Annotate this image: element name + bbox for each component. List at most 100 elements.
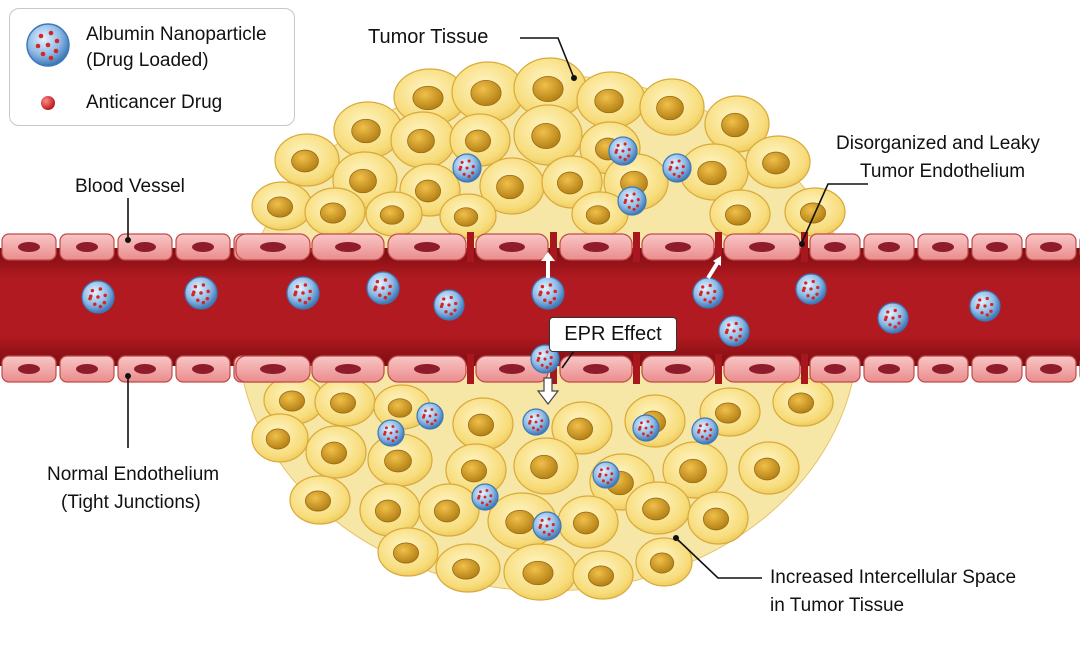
endothelial-cell	[641, 233, 715, 261]
endothelial-cell	[175, 233, 231, 261]
tumor-cell	[513, 57, 587, 119]
tumor-cell	[503, 543, 577, 601]
tumor-cell	[557, 495, 619, 549]
tumor-cell	[635, 537, 693, 587]
tumor-cell	[359, 483, 421, 537]
leaky-endothelium-label-line1: Disorganized and Leaky	[836, 133, 1040, 154]
nanoparticle-icon	[81, 280, 115, 314]
tumor-cell	[274, 133, 340, 187]
tumor-cell	[709, 189, 771, 239]
nanoparticle-icon	[692, 277, 724, 309]
endothelial-cell	[1, 233, 57, 261]
endothelial-cell	[917, 355, 969, 383]
tumor-cell	[679, 143, 749, 201]
normal-endothelium-leader	[125, 373, 131, 448]
legend-drug-label: Anticancer Drug	[86, 92, 223, 113]
endothelial-cell	[559, 233, 633, 261]
tumor-cell	[251, 413, 309, 463]
nanoparticle-icon	[377, 419, 405, 447]
tumor-cell	[365, 191, 423, 237]
endothelial-gap	[801, 232, 808, 262]
arrow-icon	[541, 252, 555, 278]
endothelial-cell	[311, 233, 385, 261]
tumor-cell	[662, 441, 728, 499]
endothelial-cell	[1025, 355, 1077, 383]
nanoparticle-icon	[530, 344, 560, 374]
legend-nanoparticle-label-line2: (Drug Loaded)	[86, 50, 209, 71]
normal-endothelium-label-line2: (Tight Junctions)	[61, 492, 201, 513]
drug-dot-icon	[41, 96, 55, 110]
arrow-icon	[706, 256, 721, 280]
tumor-cell	[445, 443, 507, 497]
normal-endothelium-label-line1: Normal Endothelium	[47, 464, 220, 485]
endothelial-cell	[809, 355, 861, 383]
nanoparticle-icon	[632, 414, 660, 442]
tumor-cell	[687, 491, 749, 545]
blood-vessel-label: Blood Vessel	[75, 176, 185, 197]
endothelial-gap	[715, 232, 722, 262]
endothelial-cell	[723, 355, 801, 383]
endothelial-cell	[59, 233, 115, 261]
endothelial-gap	[715, 354, 722, 384]
nanoparticle-icon	[531, 276, 565, 310]
endothelial-gap	[550, 232, 557, 262]
tumor-cell	[439, 193, 497, 239]
endothelial-cell	[235, 355, 311, 383]
nanoparticle-icon	[433, 289, 465, 321]
nanoparticle-icon	[969, 290, 1001, 322]
tumor-cell	[373, 384, 431, 430]
tumor-cell	[435, 543, 501, 593]
tumor-tissue-label: Tumor Tissue	[368, 26, 489, 48]
tumor-tissue-leader	[520, 37, 577, 81]
endothelial-cell	[311, 355, 385, 383]
tumor-cell	[625, 481, 691, 535]
nanoparticle-icon	[617, 186, 647, 216]
tumor-cell	[333, 101, 403, 159]
nanoparticle-icon	[452, 153, 482, 183]
epr-effect-leader	[561, 350, 575, 369]
nanoparticle-icon	[718, 315, 750, 347]
tumor-cell	[305, 425, 367, 479]
endothelium-bottom	[1, 355, 1080, 383]
endothelial-cell	[863, 233, 915, 261]
endothelial-gap	[467, 232, 474, 262]
tumor-cell	[314, 377, 376, 427]
nanoparticle-icon	[416, 402, 444, 430]
tumor-cell	[745, 135, 811, 189]
intercellular-space-leader	[673, 535, 762, 579]
nanoparticle-icon	[795, 273, 827, 305]
tumor-cell	[390, 111, 456, 169]
tumor-cell	[377, 527, 439, 577]
endothelial-cell	[475, 233, 549, 261]
intercellular-space-label-line2: in Tumor Tissue	[770, 595, 905, 616]
annotations	[125, 37, 868, 579]
tumor-cell	[452, 397, 514, 451]
nanoparticle-icon	[184, 276, 218, 310]
endothelium-top	[1, 233, 1080, 261]
endothelial-cell	[117, 355, 173, 383]
nanoparticle-icon	[286, 276, 320, 310]
endothelial-cell	[117, 233, 173, 261]
endothelial-gap	[467, 354, 474, 384]
legend: Albumin Nanoparticle (Drug Loaded) Antic…	[9, 8, 295, 126]
tumor-cell	[738, 441, 800, 495]
endothelial-gap	[801, 354, 808, 384]
tumor-cell	[449, 113, 511, 167]
intercellular-space-label-line1: Increased Intercellular Space	[770, 567, 1017, 588]
tumor-cell	[289, 475, 351, 525]
tumor-cell	[251, 181, 313, 231]
endothelial-cell	[387, 233, 467, 261]
tumor-cell	[572, 550, 634, 600]
nanoparticle-icon	[26, 23, 70, 67]
endothelial-cell	[917, 233, 969, 261]
tumor-cell	[576, 71, 646, 129]
leaky-endothelium-label-line2: Tumor Endothelium	[860, 161, 1026, 182]
endothelial-cell	[641, 355, 715, 383]
nanoparticle-icon	[471, 483, 499, 511]
tumor-cell	[479, 157, 545, 215]
nanoparticle-icon	[608, 136, 638, 166]
tumor-cell	[772, 377, 834, 427]
endothelial-cell	[1, 355, 57, 383]
